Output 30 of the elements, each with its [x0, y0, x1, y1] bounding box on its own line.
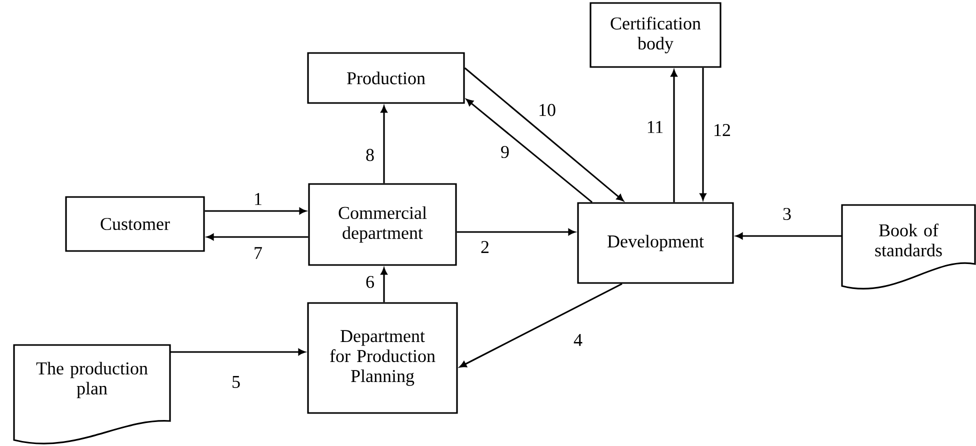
arrow	[206, 234, 308, 240]
edge-label: 6	[364, 274, 376, 290]
process-box: Department for Production Planning	[307, 302, 458, 414]
edge-label: 5	[230, 375, 242, 389]
edge-label: 11	[645, 120, 665, 134]
edge-label: 3	[782, 206, 792, 222]
arrow	[204, 208, 306, 214]
arrow	[460, 283, 622, 368]
arrow	[456, 228, 576, 236]
process-box: Commercial department	[308, 183, 457, 266]
edge-label: 2	[480, 240, 490, 254]
arrow	[736, 232, 842, 240]
process-box: Production	[307, 52, 465, 104]
arrow	[380, 268, 388, 302]
edge-label: 8	[364, 148, 376, 162]
process-box: Certification body	[590, 2, 722, 68]
edge-label: 10	[537, 102, 557, 118]
arrow	[380, 106, 388, 184]
arrow	[466, 98, 593, 203]
edge-label: 1	[252, 192, 264, 206]
edge-label: 9	[500, 144, 510, 160]
edge-label: 7	[252, 246, 264, 260]
edge-label: 12	[712, 123, 732, 137]
arrow	[700, 68, 706, 200]
arrow	[670, 70, 678, 202]
process-box: Customer	[65, 196, 205, 252]
arrow	[170, 348, 306, 356]
edge-label: 4	[572, 333, 584, 347]
process-box: Development	[577, 202, 734, 284]
arrow	[464, 67, 624, 202]
